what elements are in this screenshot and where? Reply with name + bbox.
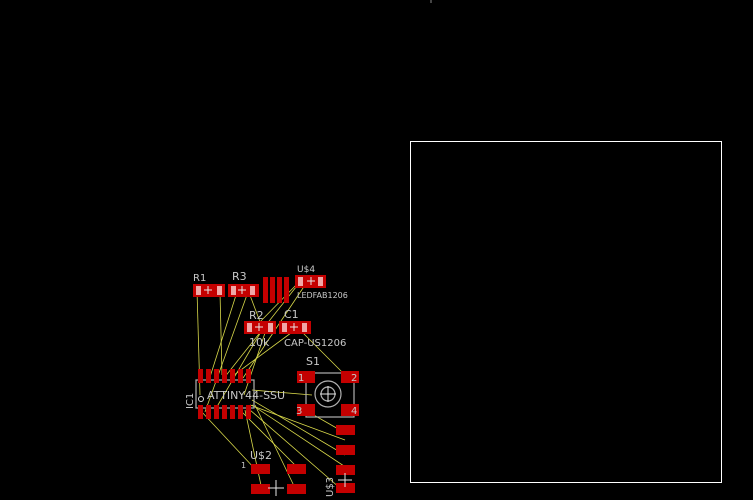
r2-label: R2 bbox=[249, 309, 264, 322]
s1-pin-2: 2 bbox=[351, 373, 357, 384]
component-u2[interactable]: U$2 1 bbox=[241, 449, 306, 496]
u4-label: U$4 bbox=[297, 265, 315, 275]
u3-label: U$3 bbox=[325, 477, 336, 497]
component-r3[interactable]: R3 bbox=[228, 270, 259, 297]
r1-label: R1 bbox=[193, 273, 206, 284]
component-s1[interactable]: S1 1 2 3 4 bbox=[296, 355, 359, 418]
s1-pin-3: 3 bbox=[296, 406, 302, 417]
ic1-value: ATTINY44-SSU bbox=[207, 389, 285, 402]
component-r2[interactable]: R2 10k bbox=[244, 309, 276, 349]
ic1-pin1-marker bbox=[198, 396, 204, 402]
component-u4[interactable]: U$4 LEDFAB1206 bbox=[295, 265, 348, 300]
header-pads[interactable] bbox=[263, 277, 289, 303]
s1-label: S1 bbox=[306, 355, 320, 368]
u4-value: LEDFAB1206 bbox=[297, 291, 348, 300]
r2-value: 10k bbox=[249, 336, 270, 349]
component-c1[interactable]: C1 CAP-US1206 bbox=[279, 308, 346, 349]
ic1-label: IC1 bbox=[185, 393, 196, 409]
ic1-bottom-pins bbox=[198, 405, 251, 419]
ic1-top-pins bbox=[198, 369, 251, 383]
component-r1[interactable]: R1 bbox=[193, 273, 225, 297]
u2-pin-label: 1 bbox=[241, 461, 246, 470]
airwires bbox=[196, 280, 351, 491]
s1-pin-1: 1 bbox=[298, 373, 304, 384]
board-outline[interactable] bbox=[410, 141, 722, 483]
c1-label: C1 bbox=[284, 308, 299, 321]
u2-label: U$2 bbox=[250, 449, 272, 462]
s1-pin-4: 4 bbox=[351, 406, 357, 417]
c1-value: CAP-US1206 bbox=[284, 338, 346, 349]
r3-label: R3 bbox=[232, 270, 247, 283]
component-u3[interactable]: U$3 bbox=[325, 425, 355, 497]
component-ic1[interactable]: ATTINY44-SSU IC1 bbox=[185, 369, 285, 419]
